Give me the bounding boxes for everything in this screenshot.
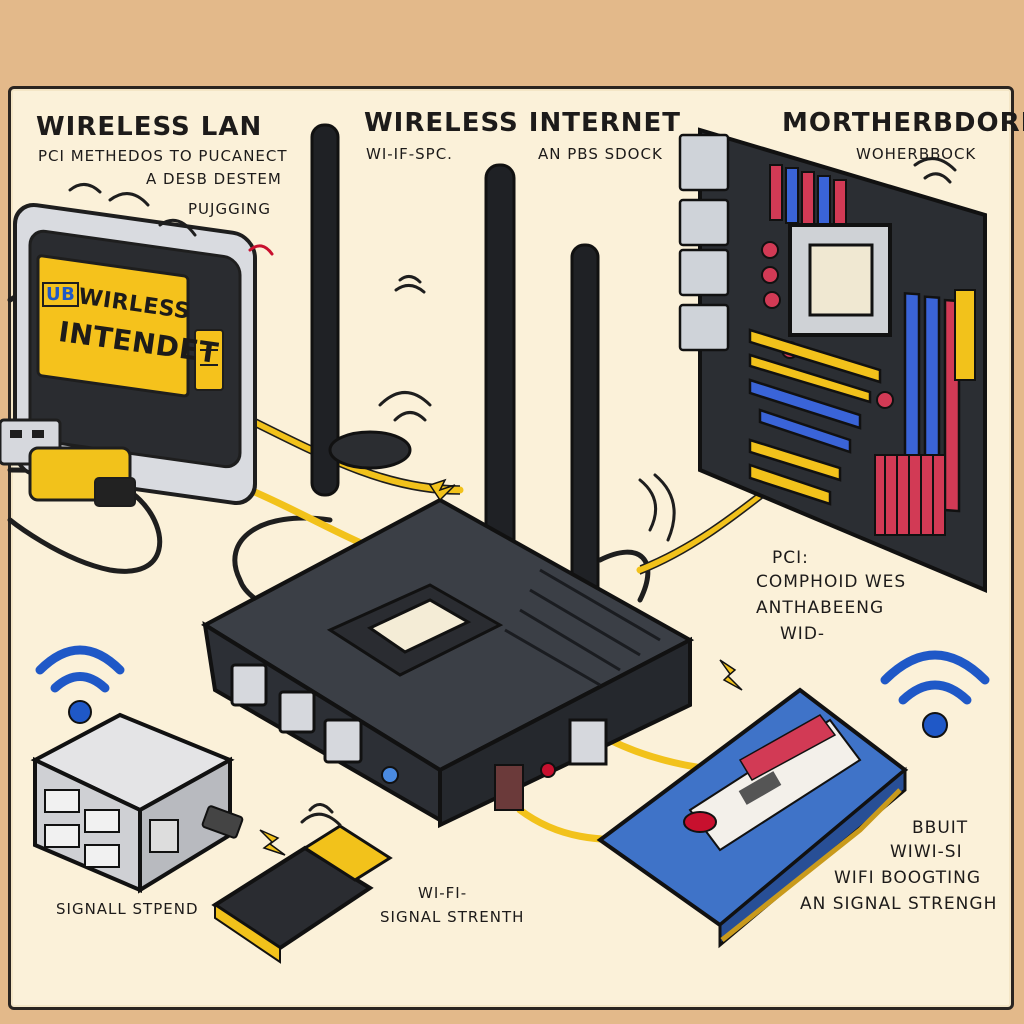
label-wireless-internet: WIRELESS INTERNET — [364, 108, 682, 138]
label-wifi-bottom1: WI-FI- — [418, 884, 468, 902]
label-wireless-lan: WIRELESS LAN — [36, 112, 263, 142]
label-wifi-spec: WI-IF-SPC. — [366, 145, 453, 163]
ethernet-port-icon — [230, 663, 363, 764]
wifi-dot — [922, 712, 948, 738]
label-built1: BBUIT — [912, 818, 969, 838]
label-pbs-sdock: AN PBS SDOCK — [538, 145, 663, 163]
motherboard — [678, 127, 987, 594]
label-wifi-bottom2: SIGNAL STRENTH — [380, 908, 525, 926]
label-pci-right4: WID- — [780, 624, 826, 644]
label-built2: WIWI-SI — [890, 842, 963, 862]
wifi-icon — [35, 645, 990, 705]
label-pci-right1: PCI: — [772, 548, 809, 568]
label-pci-right3: ANTHABEENG — [756, 598, 885, 618]
label-motherboard-sub: WOHERBBOCK — [856, 145, 977, 163]
usb-plug-icon — [0, 418, 136, 507]
router — [200, 123, 695, 829]
label-pci-line2: A DESB DESTEM — [146, 170, 282, 188]
network-switch — [30, 712, 244, 894]
label-built4: AN SIGNAL STRENGH — [800, 894, 998, 914]
label-pci-line3: PUJGGING — [188, 200, 271, 218]
lightning-icon — [259, 478, 743, 856]
label-pci-line1: PCI METHEDOS TO PUCANECT — [38, 147, 288, 165]
pci-wifi-card — [596, 687, 909, 949]
usb-dongle — [211, 824, 393, 964]
card-badge: UB — [42, 282, 80, 307]
label-signal-stpend: SIGNALL STPEND — [56, 900, 199, 918]
label-built3: WIFI BOOGTING — [834, 868, 981, 888]
signal-arcs — [68, 157, 957, 827]
label-motherboard-title: MORTHERBDORD — [782, 108, 1024, 138]
label-pci-right2: COMPHOID WES — [756, 572, 907, 592]
wifi-dot — [68, 700, 92, 724]
